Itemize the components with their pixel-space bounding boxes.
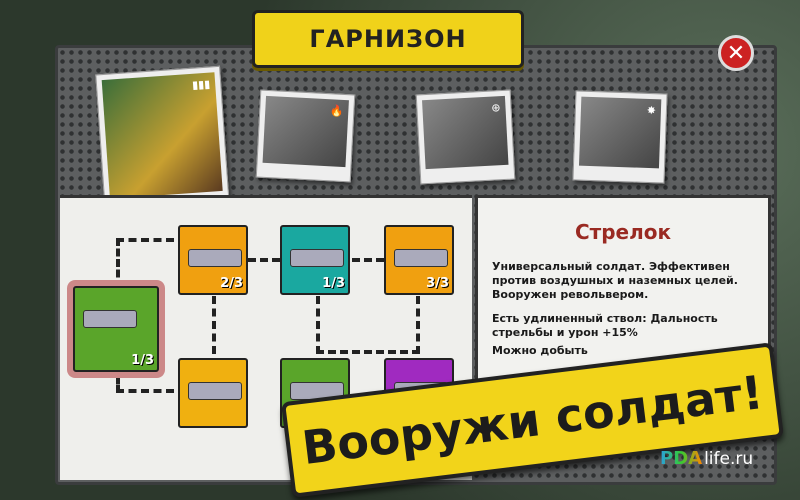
obtain-text: Можно добыть xyxy=(492,344,588,357)
path-line xyxy=(212,296,216,354)
path-line xyxy=(248,258,280,262)
machine-gun-icon xyxy=(290,249,344,267)
logo-text: life.ru xyxy=(704,448,754,469)
weapon-level: 3/3 xyxy=(426,276,449,291)
upgrade-description: Есть удлиненный ствол: Дальность стрельб… xyxy=(492,312,718,339)
page-title: ГАРНИЗОН xyxy=(309,25,467,53)
soldier-card-sniper[interactable]: ⊕ xyxy=(415,89,516,185)
weapon-tile-minigun[interactable]: 3/3 xyxy=(384,225,454,295)
revolver-icon xyxy=(83,310,137,328)
path-line xyxy=(116,238,174,288)
path-line xyxy=(316,296,420,354)
soldier-description: Универсальный солдат. Эффективен против … xyxy=(492,260,738,301)
weapon-tile-shotgun[interactable] xyxy=(178,358,248,428)
weapon-level: 2/3 xyxy=(220,276,243,291)
close-icon: ✕ xyxy=(726,40,746,66)
watermark-logo: PDA life.ru xyxy=(660,448,753,469)
weapon-tile-revolver[interactable]: 1/3 xyxy=(73,286,159,372)
shotgun-icon xyxy=(188,382,242,400)
ammo-icon: ▮▮▮ xyxy=(191,77,211,92)
close-button[interactable]: ✕ xyxy=(718,35,754,71)
soldier-card-shooter[interactable]: ▮▮▮ xyxy=(95,65,230,215)
rifle-icon xyxy=(188,249,242,267)
fire-icon: 🔥 xyxy=(329,104,344,118)
path-line xyxy=(116,368,174,393)
weapon-tile-machine-gun[interactable]: 1/3 xyxy=(280,225,350,295)
logo-mark: PDA xyxy=(660,448,703,469)
minigun-icon xyxy=(394,249,448,267)
weapon-level: 1/3 xyxy=(131,353,154,368)
weapon-level: 1/3 xyxy=(322,276,345,291)
explosion-icon: ✸ xyxy=(646,103,657,118)
soldier-card-flamethrower[interactable]: 🔥 xyxy=(255,89,356,183)
title-sign: ГАРНИЗОН xyxy=(252,10,524,68)
soldier-name: Стрелок xyxy=(574,220,672,244)
target-icon: ⊕ xyxy=(490,101,501,115)
soldier-card-bazooka[interactable]: ✸ xyxy=(572,90,668,184)
weapon-tile-rifle[interactable]: 2/3 xyxy=(178,225,248,295)
path-line xyxy=(352,258,384,262)
